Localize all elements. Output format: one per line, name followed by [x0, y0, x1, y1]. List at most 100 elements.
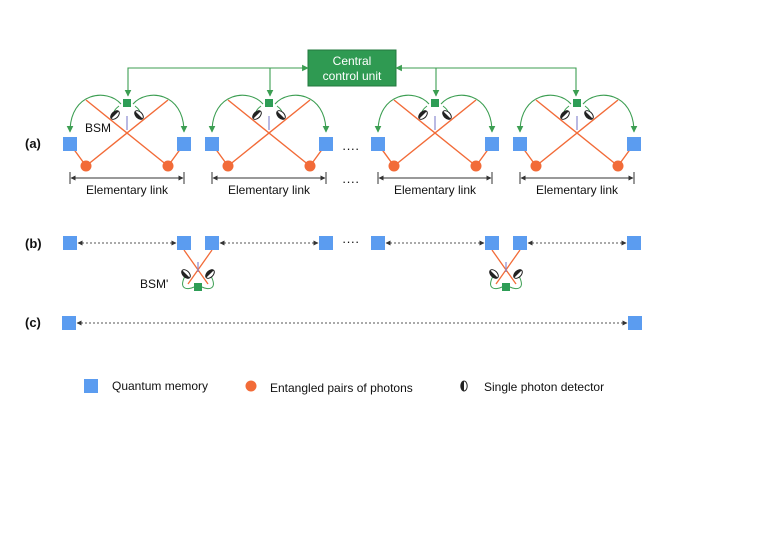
elementary-link-label: Elementary link: [228, 183, 311, 197]
detector-icon: [181, 270, 190, 279]
row-label-b: (b): [25, 236, 42, 251]
legend-memory-swatch: [84, 379, 98, 393]
detector-icon: [584, 111, 593, 120]
quantum-memory: [205, 137, 219, 151]
elementary-link-label: Elementary link: [394, 183, 477, 197]
photon-source: [80, 160, 92, 172]
bsm-node: [265, 99, 273, 107]
detector-icon: [584, 110, 594, 120]
legend-memory-label: Quantum memory: [112, 379, 208, 393]
quantum-memory: [319, 236, 333, 250]
quantum-memory: [628, 316, 642, 330]
quantum-memory: [627, 137, 641, 151]
photon-path: [491, 249, 517, 285]
row-label-a: (a): [25, 136, 41, 151]
photon-path: [393, 99, 477, 167]
photon-path: [183, 249, 209, 285]
photon-source: [470, 160, 482, 172]
feedback-arrow: [132, 94, 188, 133]
row-b-swapping: [63, 236, 641, 291]
detector-wire: [490, 275, 503, 290]
detector-icon: [489, 270, 498, 279]
central-control-unit-line1: Central: [333, 54, 372, 68]
quantum-memory: [177, 137, 191, 151]
bsm-node: [123, 99, 131, 107]
legend: Quantum memory Entangled pairs of photon…: [84, 379, 604, 395]
ellipsis-row-b: ····: [342, 234, 359, 249]
photon-source: [222, 160, 234, 172]
quantum-memory: [513, 137, 527, 151]
feedback-arrow: [516, 94, 572, 133]
photon-source: [530, 160, 542, 172]
detector-icon: [110, 110, 120, 120]
detector-icon: [513, 269, 523, 279]
elementary-link-label: Elementary link: [536, 183, 619, 197]
detector-icon: [205, 269, 214, 278]
ellipsis-link-row: ····: [342, 174, 359, 189]
legend-photon-swatch: [245, 380, 257, 392]
photon-source: [612, 160, 624, 172]
detector-icon: [276, 111, 285, 120]
photon-source: [162, 160, 174, 172]
detector-icon: [442, 111, 451, 120]
detector-icon: [110, 110, 119, 119]
photon-source: [388, 160, 400, 172]
ellipsis-row-a: ····: [342, 141, 359, 156]
photon-path: [187, 249, 213, 285]
central-control-unit: Central control unit: [307, 49, 397, 87]
photon-path: [227, 99, 311, 167]
bsm-node: [194, 283, 202, 291]
elementary-link-units: Elementary link Elementary link Elementary…: [63, 94, 641, 197]
quantum-memory: [319, 137, 333, 151]
legend-photons-label: Entangled pairs of photons: [270, 381, 413, 395]
quantum-memory: [371, 236, 385, 250]
detector-wire: [182, 275, 195, 290]
photon-source: [304, 160, 316, 172]
central-control-unit-line2: control unit: [323, 69, 382, 83]
feedback-arrow: [582, 94, 638, 133]
link-label-bg: [530, 180, 624, 196]
feedback-arrow: [274, 94, 330, 133]
detector-icon: [418, 110, 428, 120]
detector-icon: [134, 110, 144, 120]
link-label-bg: [80, 180, 174, 196]
quantum-memory: [63, 137, 77, 151]
quantum-memory: [177, 236, 191, 250]
detector-icon: [205, 269, 215, 279]
detector-icon: [134, 111, 143, 120]
detector-icon: [560, 110, 570, 120]
bsm-label: BSM: [85, 121, 111, 135]
detector-wire: [201, 275, 214, 290]
legend-detector-label: Single photon detector: [484, 380, 604, 394]
photon-path: [85, 99, 169, 167]
detector-icon: [252, 110, 261, 119]
detector-icon: [276, 110, 286, 120]
bsm-node: [573, 99, 581, 107]
swapping-bsm: [489, 249, 523, 291]
elementary-link-unit: Elementary link: [513, 94, 641, 197]
detector-wire: [509, 275, 522, 290]
quantum-memory: [63, 236, 77, 250]
feedback-arrow: [66, 94, 122, 133]
quantum-memory: [371, 137, 385, 151]
bsm-prime-label: BSM': [140, 277, 168, 291]
detector-icon: [418, 110, 427, 119]
bsm-node: [431, 99, 439, 107]
detector-icon: [181, 269, 191, 279]
row-label-c: (c): [25, 315, 41, 330]
elementary-link-unit: Elementary link: [205, 94, 333, 197]
feedback-arrow: [374, 94, 430, 133]
quantum-memory: [485, 137, 499, 151]
detector-icon: [489, 269, 499, 279]
quantum-memory: [205, 236, 219, 250]
quantum-memory: [513, 236, 527, 250]
detector-icon: [442, 110, 452, 120]
photon-path: [495, 249, 521, 285]
quantum-memory: [627, 236, 641, 250]
control-bus: [124, 64, 580, 97]
detector-icon: [460, 380, 468, 392]
row-c-end-to-end: [62, 316, 642, 330]
detector-icon: [513, 269, 523, 279]
quantum-memory: [485, 236, 499, 250]
